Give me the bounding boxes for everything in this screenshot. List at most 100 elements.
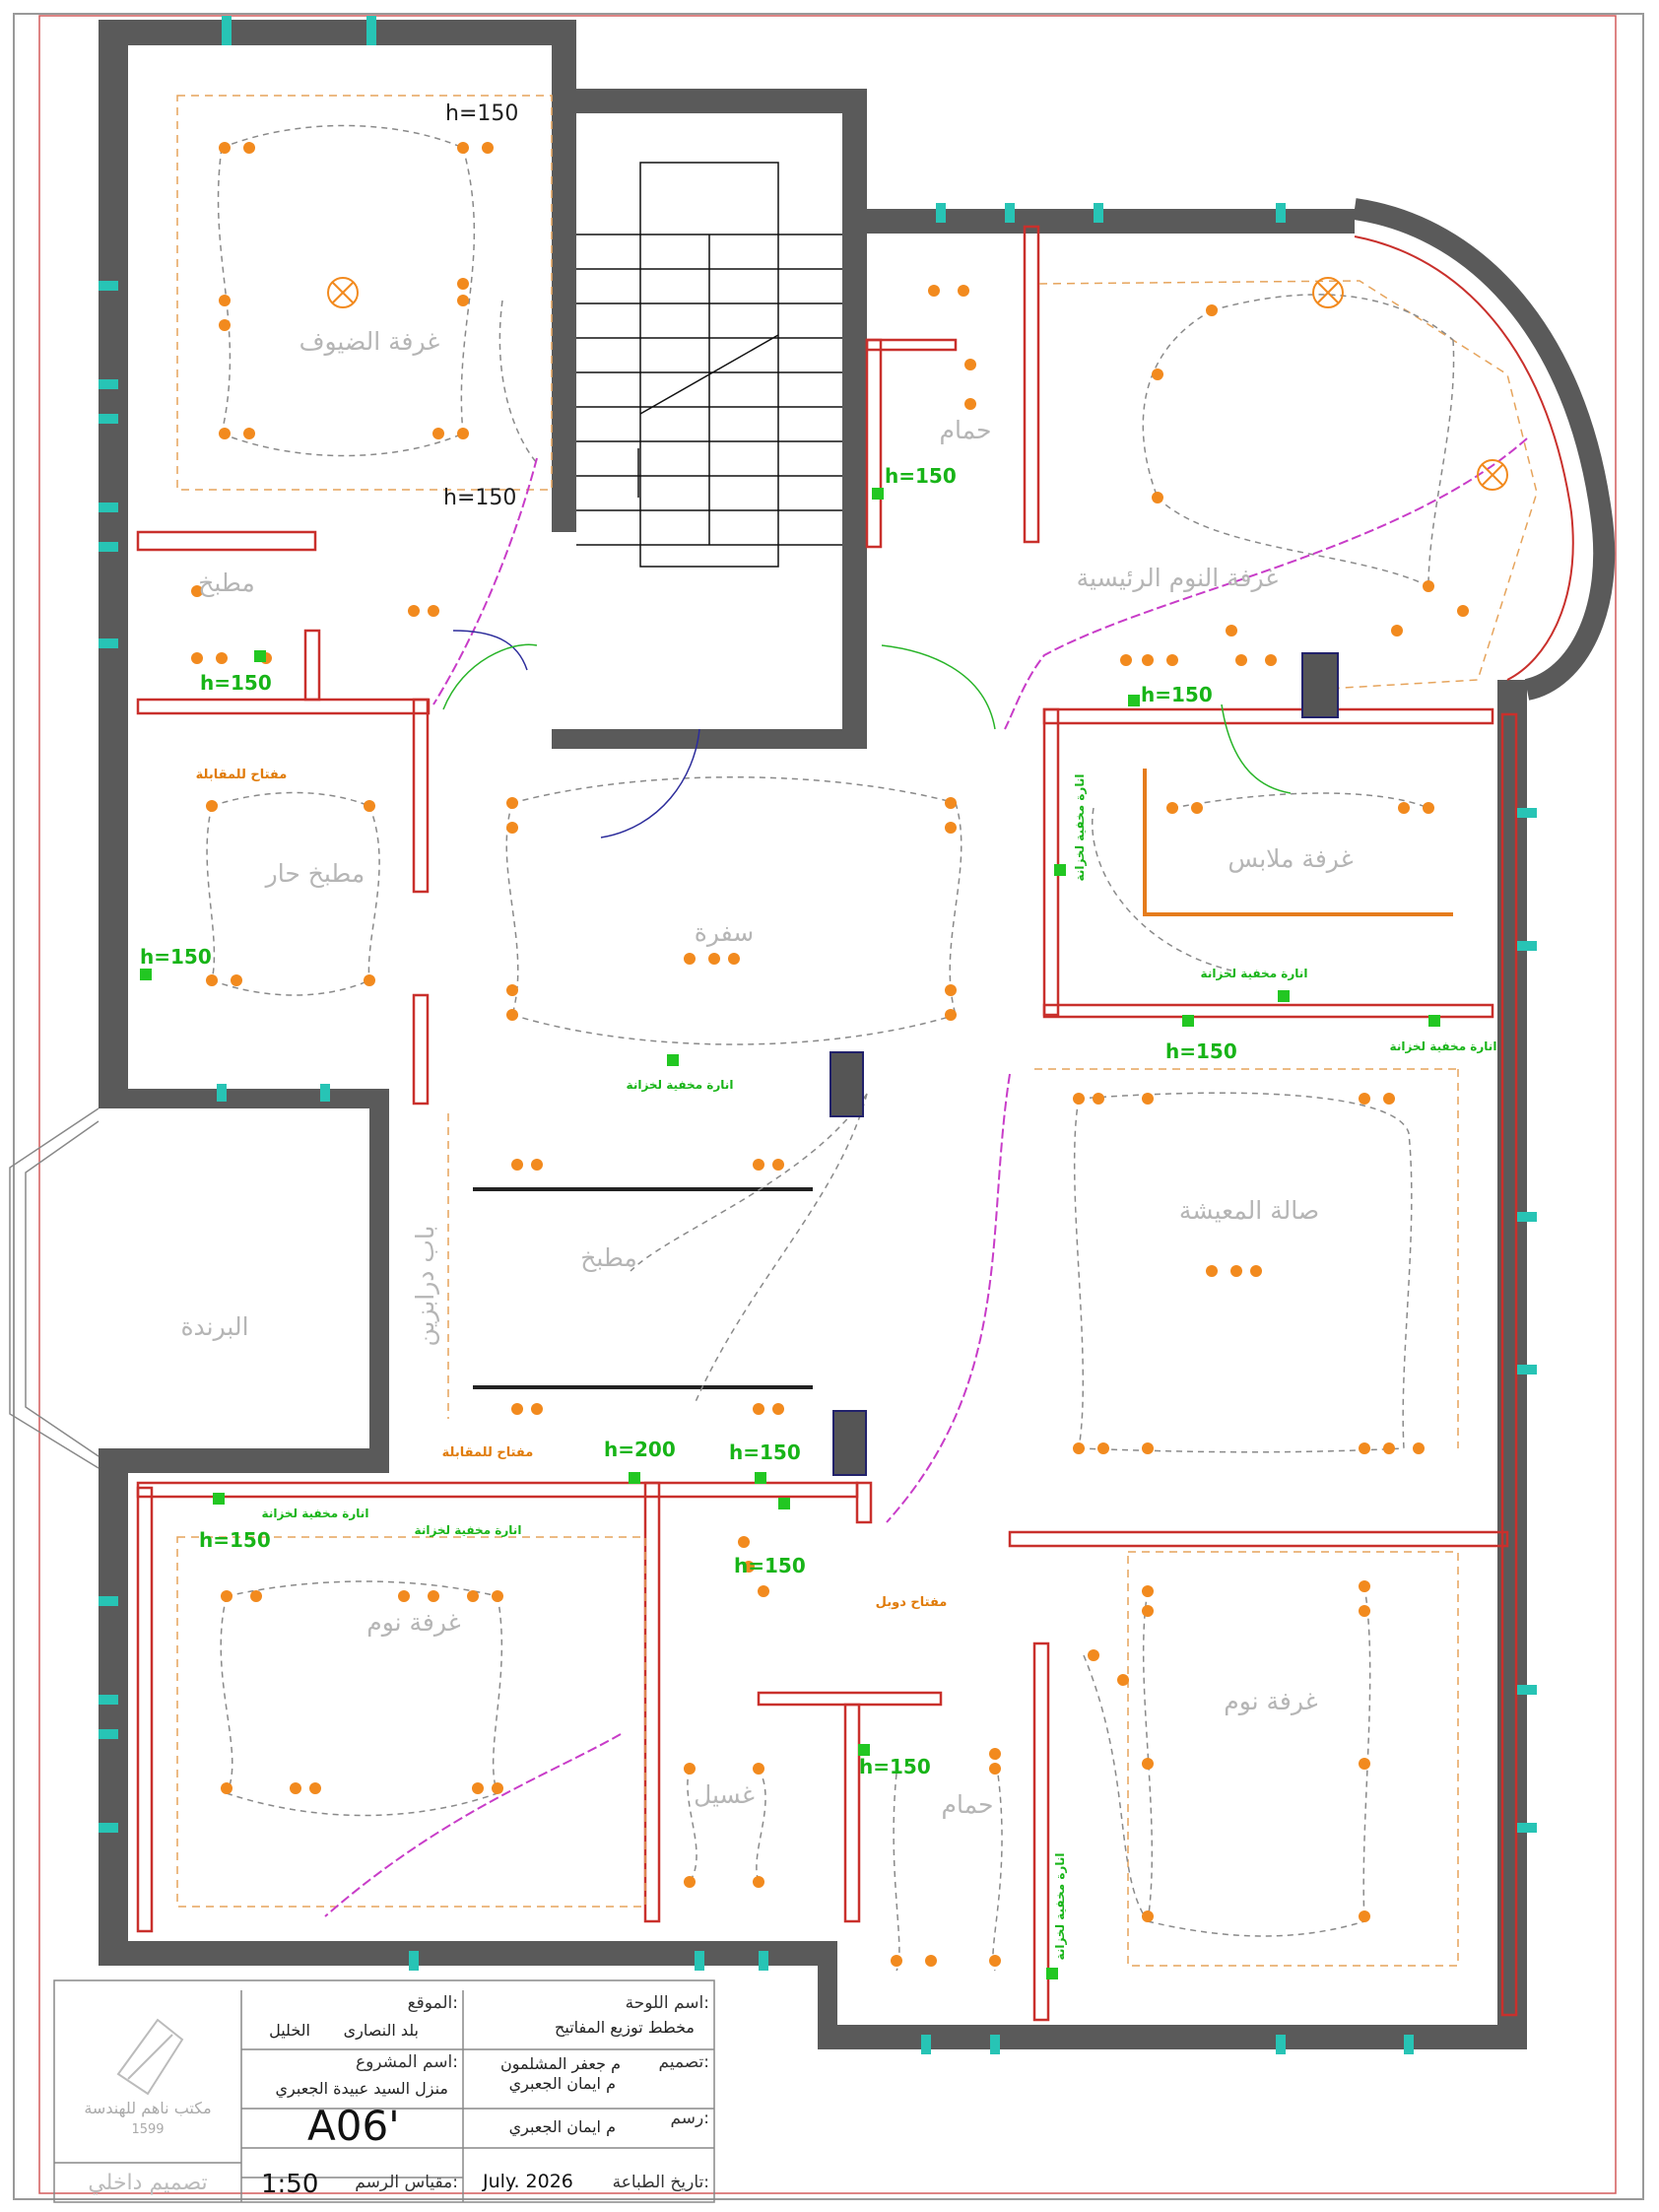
ceiling-outlines — [176, 95, 1538, 1967]
design-value-1: م جعفر المشلمون — [500, 2054, 621, 2074]
light-fixture-icon — [1142, 1585, 1154, 1597]
light-fixture-icon — [1359, 1093, 1370, 1105]
light-fixture-icon — [1097, 1442, 1109, 1454]
light-fixture-icon — [684, 1763, 696, 1775]
office-name: مكتب ناهم للهندسة — [84, 2099, 211, 2118]
light-fixture-icon — [1423, 580, 1434, 592]
light-fixture-icon — [1166, 802, 1178, 814]
light-fixture-icon — [1073, 1093, 1085, 1105]
height-label: h=150 — [885, 464, 957, 488]
light-fixture-icon — [219, 428, 231, 439]
light-fixture-icon — [506, 1009, 518, 1021]
scale-value: 1:50 — [261, 2170, 318, 2199]
light-fixture-icon — [743, 1561, 755, 1573]
door-swings-green — [442, 643, 1292, 794]
wardrobe-light-note: انارة مخفية لخزانة — [1390, 1039, 1497, 1053]
light-fixture-icon — [231, 974, 242, 986]
room-master: غرفة النوم الرئيسية — [1077, 564, 1279, 592]
light-fixture-icon — [1142, 1605, 1154, 1617]
light-fixture-icon — [482, 142, 494, 154]
height-label: h=150 — [1141, 683, 1213, 706]
office-logo — [116, 2018, 184, 2096]
light-fixture-icon — [243, 142, 255, 154]
light-fixture-icon — [1166, 654, 1178, 666]
room-bath-bottom: حمام — [941, 1790, 993, 1819]
light-fixture-icon — [432, 428, 444, 439]
light-fixture-icon — [364, 800, 375, 812]
light-fixture-icon — [989, 1748, 1001, 1760]
height-label: h=150 — [734, 1554, 806, 1577]
height-label: h=150 — [1165, 1039, 1237, 1063]
light-fixture-icon — [511, 1159, 523, 1171]
light-fixture-icon — [290, 1782, 301, 1794]
chandelier-master-2 — [1477, 459, 1508, 491]
windows — [99, 16, 1537, 2054]
wardrobe-light-note: انارة مخفية لخزانة — [627, 1078, 734, 1092]
chandelier-master-1 — [1312, 277, 1344, 308]
light-fixture-icon — [1457, 605, 1469, 617]
light-fixture-icon — [1206, 304, 1218, 316]
height-label: h=200 — [604, 1438, 676, 1461]
light-fixture-icon — [753, 1763, 764, 1775]
light-fixture-icon — [219, 295, 231, 306]
height-label: h=150 — [445, 101, 518, 126]
wiring — [206, 124, 1455, 1972]
site-label: الموقع: — [408, 1993, 458, 2013]
light-fixture-icon — [531, 1403, 543, 1415]
site-value: بلد النصارى — [344, 2021, 419, 2041]
wardrobe-light-note: انارة مخفية لخزانة — [1053, 1853, 1067, 1961]
bay-wall-inner — [1354, 235, 1574, 681]
panels — [830, 652, 1339, 1476]
feeder-lines — [324, 437, 1528, 1917]
height-label: h=150 — [729, 1441, 801, 1464]
wardrobe-light-note: انارة مخفية لخزانة — [1073, 774, 1087, 882]
light-fixture-icon — [1152, 492, 1163, 503]
light-fixture-icon — [738, 1536, 750, 1548]
light-fixture-icon — [684, 953, 696, 965]
light-fixture-icon — [1230, 1265, 1242, 1277]
light-fixture-icon — [428, 1590, 439, 1602]
light-fixture-icon — [191, 585, 203, 597]
light-fixture-icon — [250, 1590, 262, 1602]
light-fixture-icon — [1152, 369, 1163, 380]
door-swings — [452, 630, 700, 838]
light-fixture-icon — [945, 822, 957, 834]
light-fixture-icon — [1398, 802, 1410, 814]
light-fixture-icon — [1250, 1265, 1262, 1277]
light-fixture-icon — [216, 652, 228, 664]
light-fixture-icon — [206, 800, 218, 812]
partitions — [136, 225, 1518, 2022]
room-laundry: غسيل — [694, 1780, 755, 1809]
light-fixture-icon — [758, 1585, 769, 1597]
wardrobe-light-note: انارة مخفية لخزانة — [262, 1507, 369, 1520]
light-fixture-icon — [1093, 1093, 1104, 1105]
light-fixture-icon — [506, 822, 518, 834]
project-label: اسم المشروع: — [356, 2052, 458, 2072]
light-fixture-icon — [708, 953, 720, 965]
drawn-label: رسم: — [670, 2109, 709, 2128]
light-fixture-icon — [1265, 654, 1277, 666]
light-fixture-icon — [364, 974, 375, 986]
sheet-number: A06' — [307, 2102, 400, 2150]
bay-wall — [1353, 198, 1616, 701]
project-value: منزل السيد عبيدة الجعبري — [276, 2079, 448, 2099]
chandeliers — [327, 277, 1508, 491]
room-veranda: البرندة — [180, 1312, 248, 1341]
office-code: 1599 — [131, 2122, 164, 2137]
panel-dining — [830, 1051, 864, 1117]
light-fixture-icon — [506, 797, 518, 809]
light-fixture-icon — [1142, 1442, 1154, 1454]
room-kitchen: مطبخ — [580, 1243, 637, 1273]
room-bed1: غرفة نوم — [366, 1608, 461, 1637]
light-fixture-icon — [1383, 1093, 1395, 1105]
light-fixture-icon — [728, 953, 740, 965]
title-footer: تصميم داخلي — [88, 2171, 207, 2195]
double-switch-note: مفتاح دوبل — [876, 1595, 948, 1610]
wardrobe-light-note: انارة مخفية لخزانة — [415, 1523, 522, 1537]
room-bed2: غرفة نوم — [1224, 1687, 1318, 1715]
light-fixture-icon — [1117, 1674, 1129, 1686]
light-fixture-icon — [1359, 1758, 1370, 1770]
drawn-value: م ايمان الجعبري — [509, 2117, 616, 2137]
light-fixture-icon — [492, 1782, 503, 1794]
light-fixture-icon — [1142, 1093, 1154, 1105]
